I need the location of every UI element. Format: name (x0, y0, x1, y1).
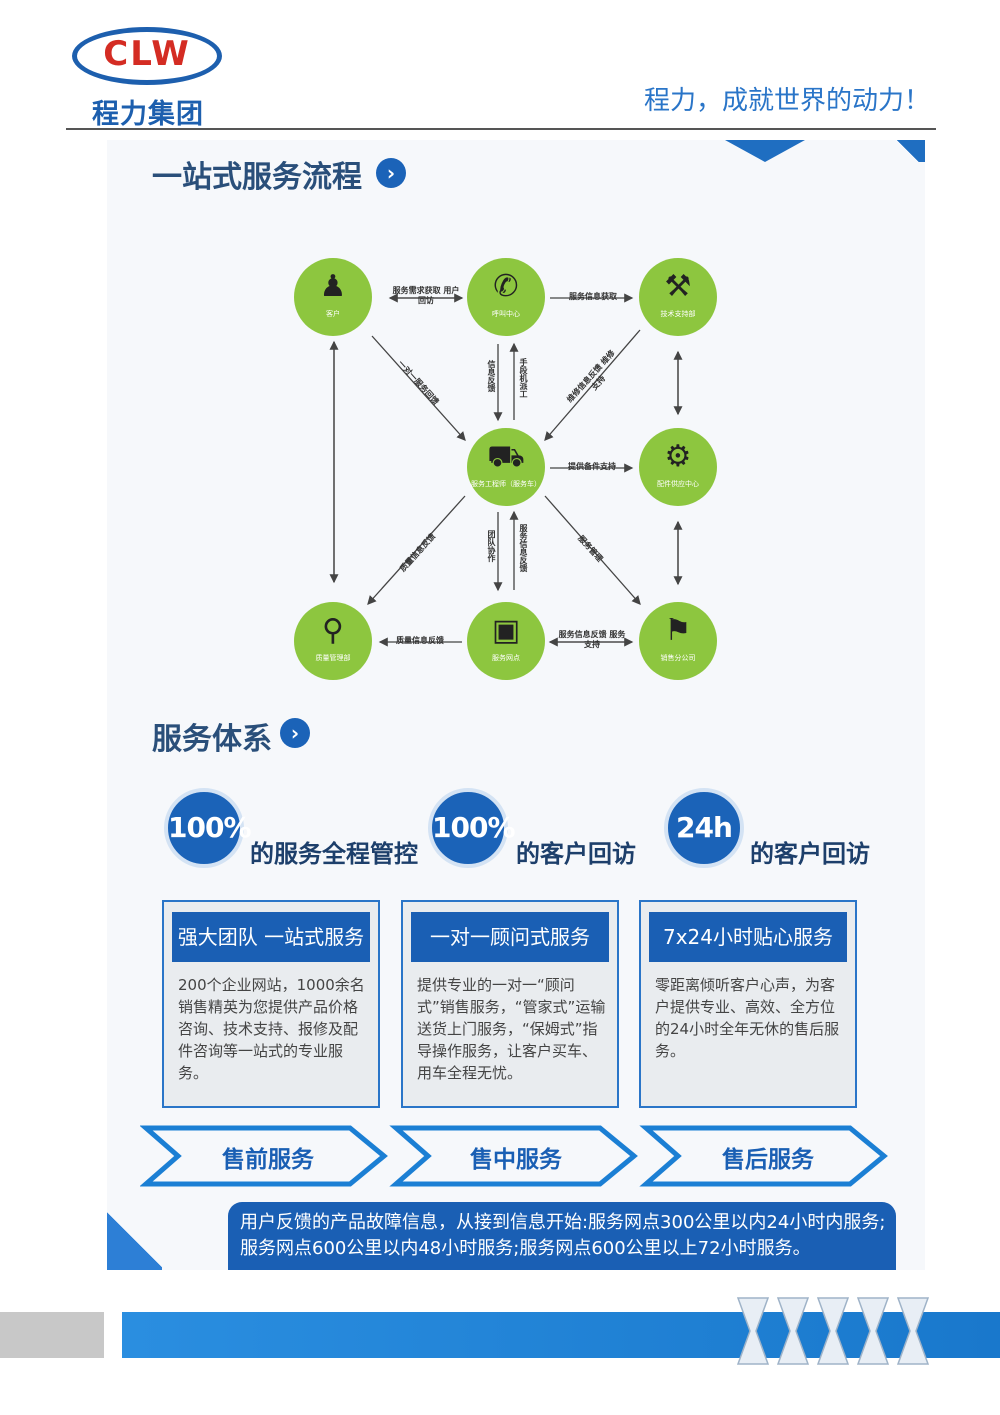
person-icon: ♟ (319, 269, 347, 304)
stat-text: 的服务全程管控 (250, 840, 418, 868)
node-label: 服务工程师（服务车） (471, 480, 541, 488)
chevron-right-icon: › (280, 718, 310, 748)
stat-circle: 100% (428, 788, 516, 868)
logo-company-name: 程力集团 (92, 99, 204, 130)
footer-arrow-decoration (736, 1297, 930, 1365)
edge-label: 团队协作 (487, 530, 496, 562)
phone-icon: ✆ (493, 269, 519, 304)
flow-node-quality-dept: ⚲ 质量管理部 (294, 602, 372, 680)
stage-label-pre-sale: 售前服务 (222, 1147, 314, 1173)
chevron-right-icon: › (376, 158, 406, 188)
stat-text: 的客户回访 (516, 840, 636, 868)
service-card: 一对一顾问式服务 提供专业的一对一“顾问式”销售服务，“管家式”运输送货上门服务… (401, 900, 619, 1108)
footer-blue-bar (122, 1312, 1000, 1358)
card-title: 强大团队 一站式服务 (172, 912, 370, 962)
gear-icon: ⚙ (664, 439, 692, 474)
flow-node-customer: ♟ 客户 (294, 258, 372, 336)
header-divider (66, 128, 936, 130)
edge-label: 服务信息获取 (569, 292, 617, 301)
tools-icon: ⚒ (664, 269, 692, 304)
stat-circle: 24h (664, 788, 744, 868)
edge-label: 信息反馈 (487, 360, 496, 392)
edge-label: 质量信息反馈 (396, 636, 444, 645)
logo-oval (72, 27, 222, 85)
corner-decoration (890, 140, 925, 162)
card-title: 一对一顾问式服务 (411, 912, 609, 962)
service-card: 7x24小时贴心服务 零距离倾听客户心声，为客户提供专业、高效、全方位的24小时… (639, 900, 857, 1108)
chevron-pre-sale (140, 1125, 388, 1187)
card-body: 提供专业的一对一“顾问式”销售服务，“管家式”运输送货上门服务，“保姆式”指导操… (417, 976, 606, 1082)
node-label: 客户 (326, 310, 340, 318)
service-notice-box: 用户反馈的产品故障信息，从接到信息开始:服务网点300公里以内24小时内服务;服… (228, 1202, 896, 1270)
flow-node-parts-center: ⚙ 配件供应中心 (639, 428, 717, 506)
flow-connector (544, 329, 641, 441)
section-title-process: 一站式服务流程 (152, 160, 362, 195)
stage-label-after-sale: 售后服务 (722, 1147, 814, 1173)
card-body: 200个企业网站，1000余名销售精英为您提供产品价格咨询、技术支持、报修及配件… (178, 976, 365, 1082)
flow-connector (371, 335, 466, 441)
service-notice-text: 用户反馈的产品故障信息，从接到信息开始:服务网点300公里以内24小时内服务;服… (240, 1212, 886, 1259)
header-slogan: 程力，成就世界的动力！ (643, 86, 930, 116)
flow-node-tech-support: ⚒ 技术支持部 (639, 258, 717, 336)
section-title-system: 服务体系 (152, 722, 272, 757)
flow-connector (367, 495, 466, 605)
stat-circle: 100% (164, 788, 252, 868)
flag-icon: ⚑ (664, 613, 692, 648)
card-body: 零距离倾听客户心声，为客户提供专业、高效、全方位的24小时全年无休的售后服务。 (655, 976, 840, 1060)
node-label: 质量管理部 (315, 654, 351, 662)
flow-node-call-center: ✆ 呼叫中心 (467, 258, 545, 336)
search-icon: ⚲ (322, 613, 344, 648)
car-icon: ⛟ (487, 439, 525, 474)
chevron-in-sale (389, 1125, 638, 1187)
stat-text: 的客户回访 (750, 840, 870, 868)
service-card: 强大团队 一站式服务 200个企业网站，1000余名销售精英为您提供产品价格咨询… (162, 900, 380, 1108)
flow-connector (544, 495, 641, 605)
map-icon: ▣ (491, 613, 521, 648)
node-label: 技术支持部 (660, 310, 696, 318)
edge-label: 服务需求获取 用户回访 (392, 286, 460, 305)
node-label: 呼叫中心 (492, 310, 520, 318)
logo-wordmark: CLW (103, 34, 191, 74)
flow-node-service-outlet: ▣ 服务网点 (467, 602, 545, 680)
footer-grey-bar (0, 1312, 104, 1358)
corner-decoration (725, 140, 805, 162)
node-label: 配件供应中心 (657, 480, 699, 488)
edge-label: 服务信息反馈 服务支持 (558, 630, 626, 649)
stage-chevrons (140, 1125, 888, 1187)
flow-node-service-engineer: ⛟ 服务工程师（服务车） (467, 428, 545, 506)
corner-decoration (107, 1210, 162, 1270)
node-label: 销售分公司 (660, 654, 696, 662)
edge-label: 提供备件支持 (568, 462, 616, 471)
edge-label: 手段机派工 (519, 358, 528, 398)
flow-node-sales-branch: ⚑ 销售分公司 (639, 602, 717, 680)
card-title: 7x24小时贴心服务 (649, 912, 847, 962)
edge-label: 服务信息反馈 (519, 524, 528, 572)
stage-label-in-sale: 售中服务 (470, 1147, 562, 1173)
node-label: 服务网点 (492, 654, 520, 662)
chevron-after-sale (639, 1125, 888, 1187)
